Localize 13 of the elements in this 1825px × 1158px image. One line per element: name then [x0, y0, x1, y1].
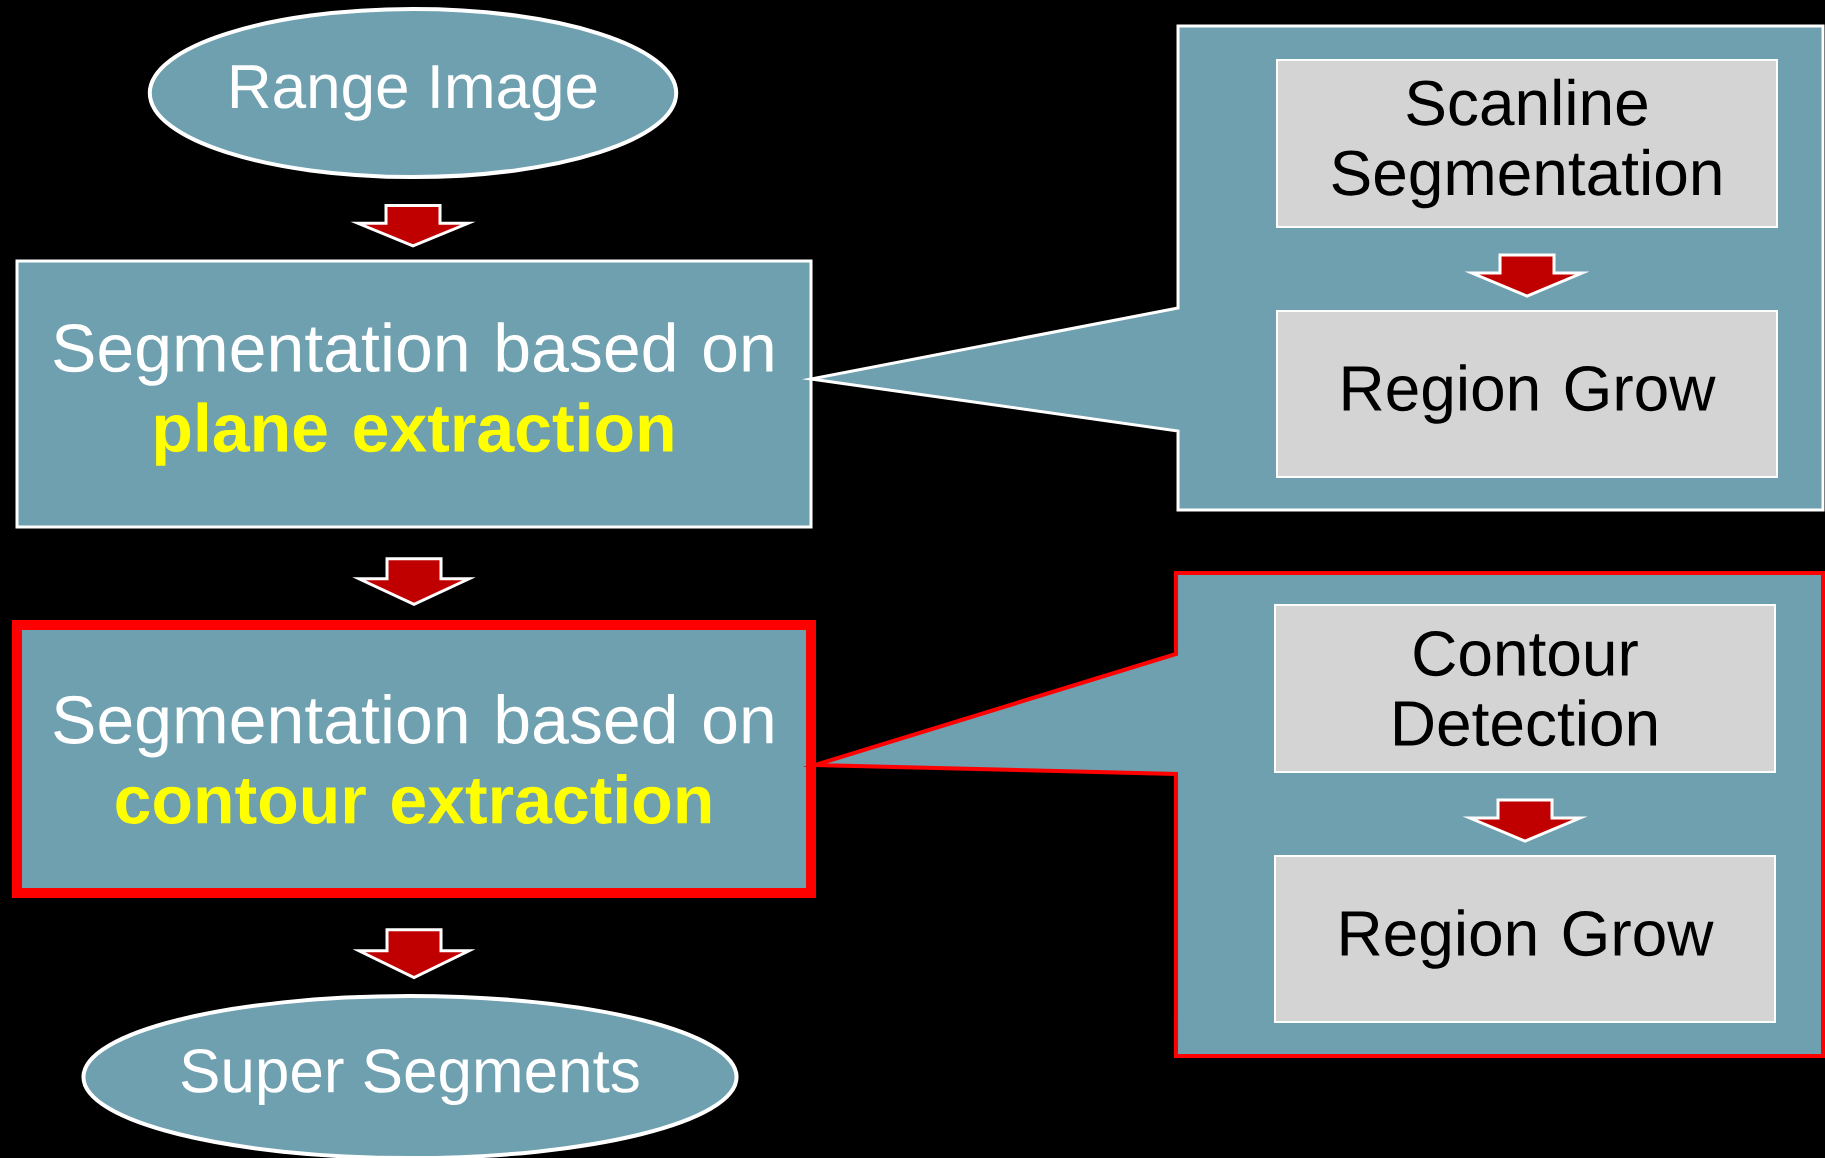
block-arrow [352, 928, 476, 980]
step-box: Region Grow [1274, 855, 1776, 1023]
block-arrow [352, 557, 476, 607]
block-arrow [1464, 253, 1590, 298]
block-arrow [350, 204, 476, 248]
step-box: Scanline Segmentation [1276, 59, 1778, 228]
ellipse-node: Range Image [147, 7, 679, 179]
step-box: Contour Detection [1274, 604, 1776, 773]
process-box: Segmentation based on contour extraction [12, 620, 816, 898]
step-box: Region Grow [1276, 310, 1778, 478]
process-box: Segmentation based on plane extraction [15, 259, 813, 529]
block-arrow [1462, 798, 1588, 843]
ellipse-node: Super Segments [81, 994, 739, 1158]
